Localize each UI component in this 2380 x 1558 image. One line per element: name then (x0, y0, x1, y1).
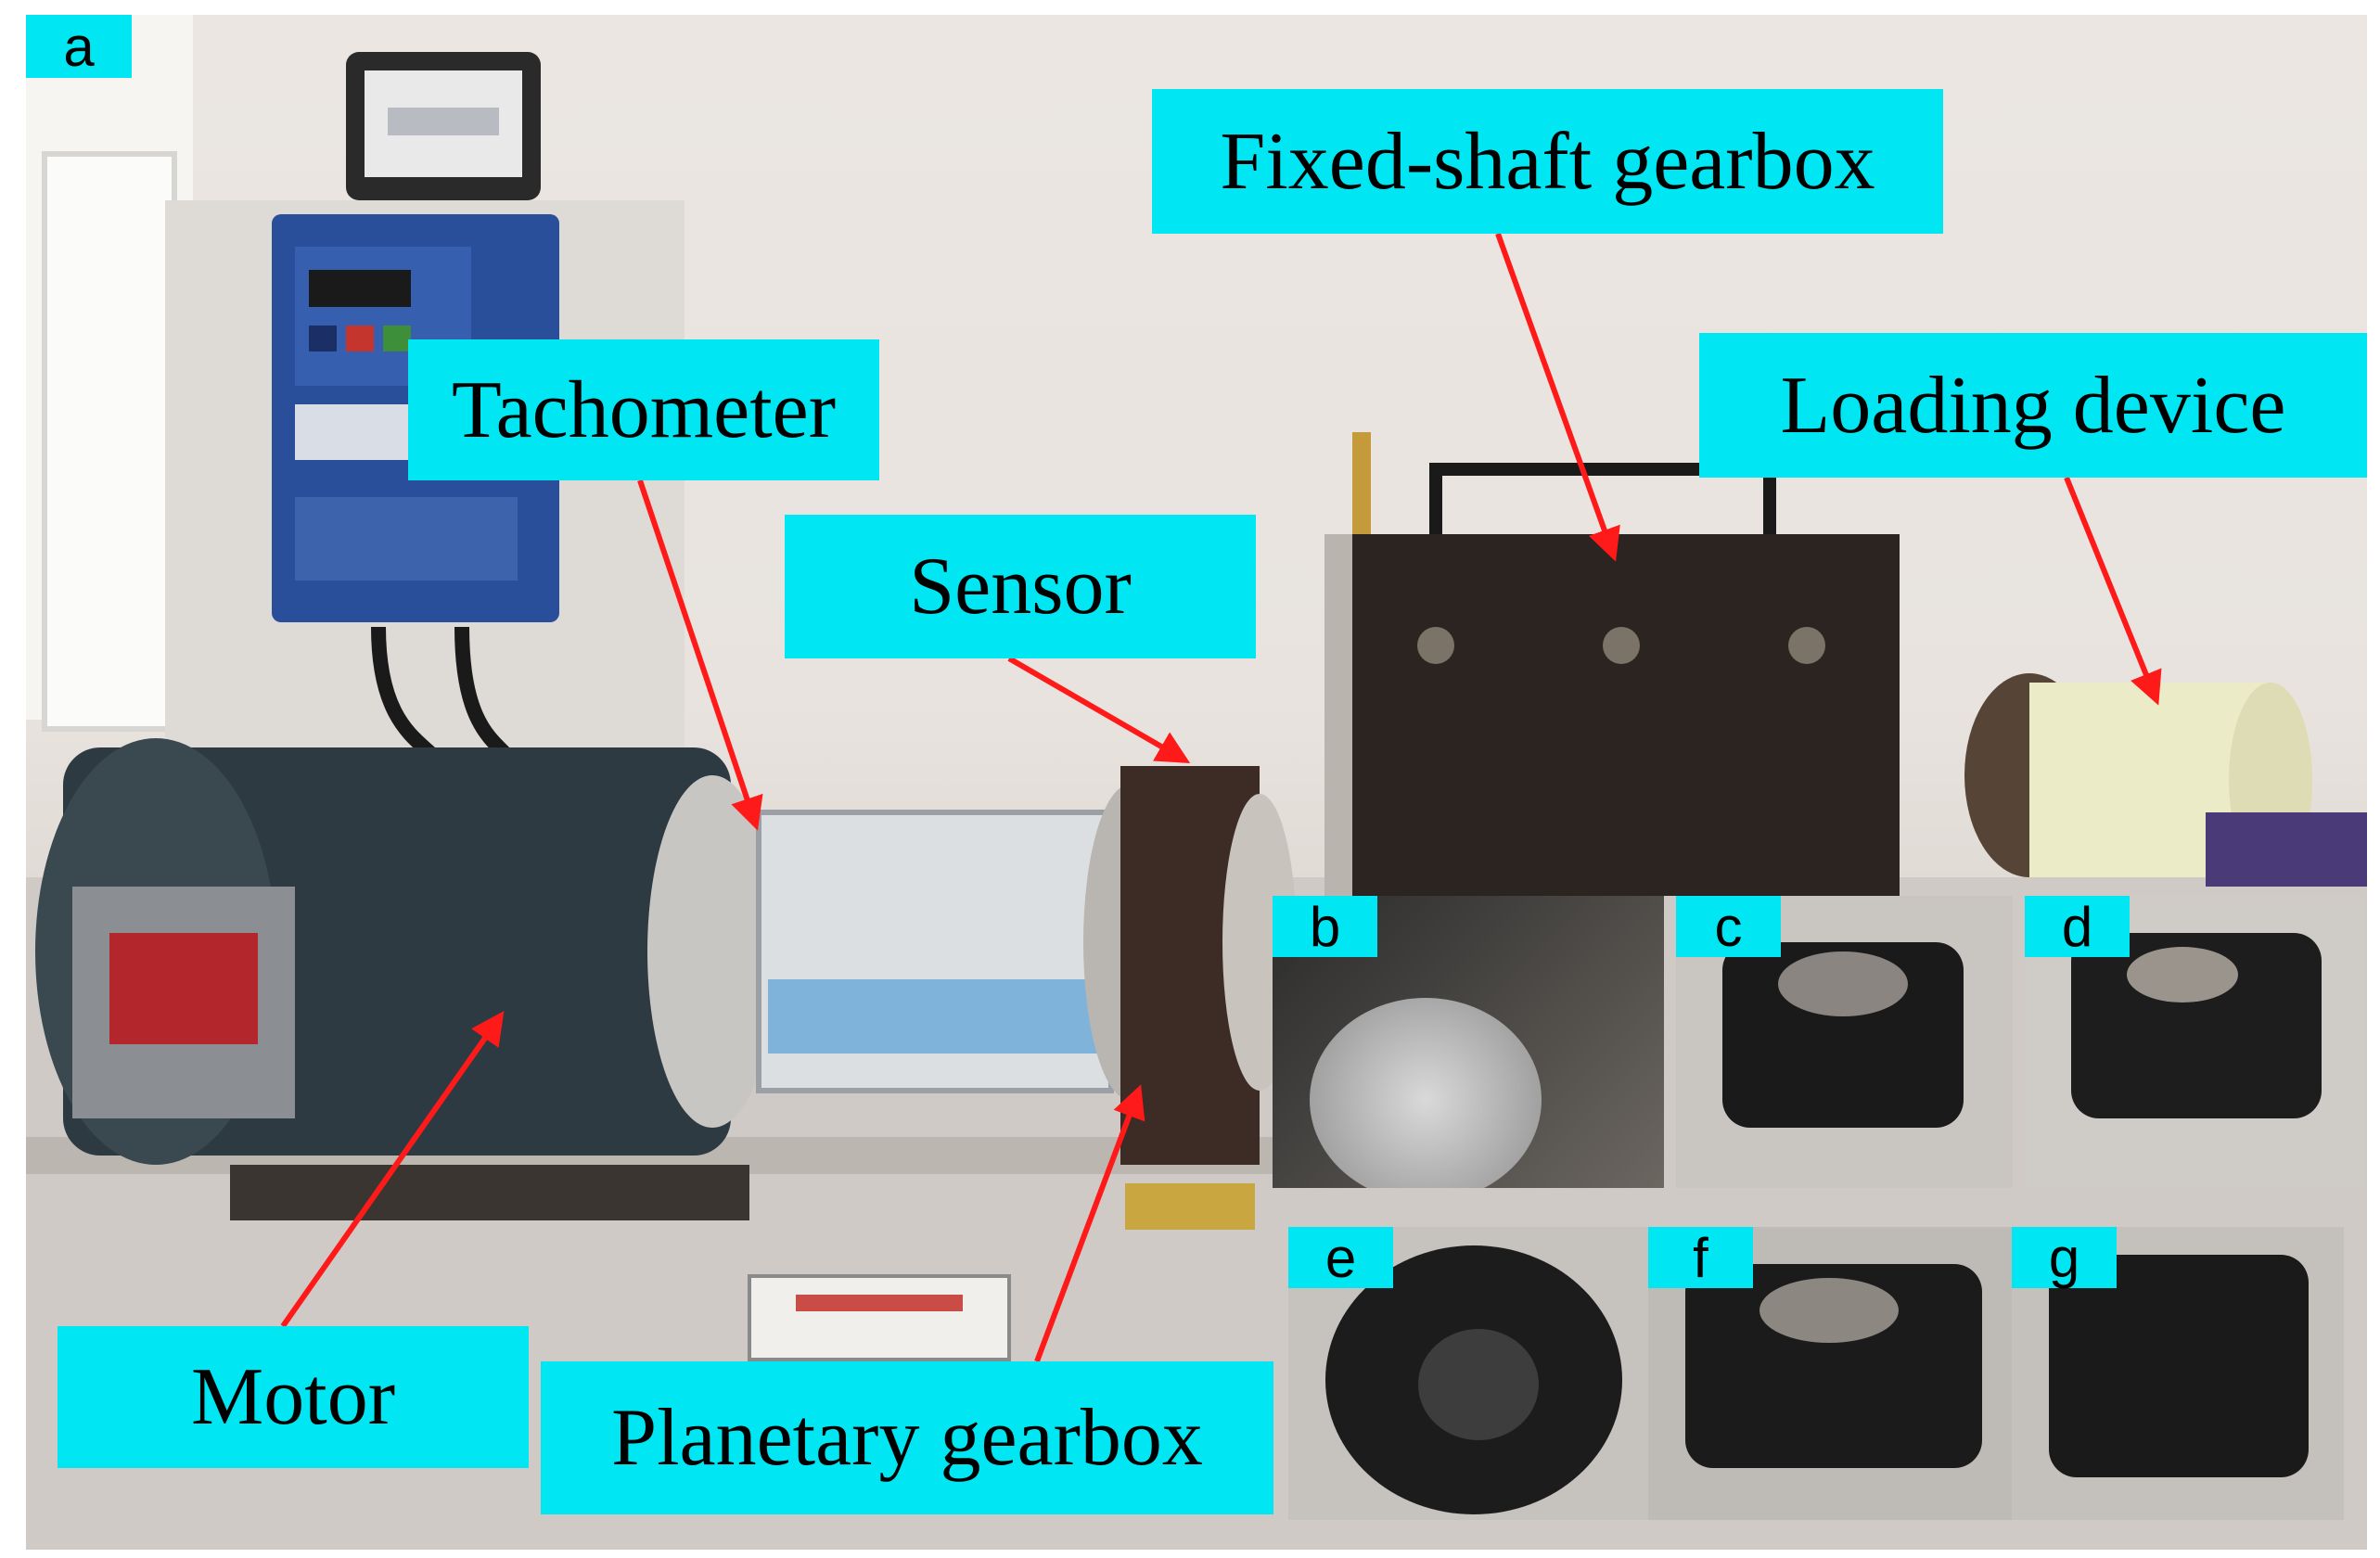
panel-letter-b: b (1273, 896, 1377, 958)
panel-letter-g: g (2012, 1227, 2117, 1289)
arrow-motor (280, 1011, 505, 1328)
panel-letter-a: a (26, 15, 132, 78)
main-photo (26, 15, 2367, 1550)
label-tachometer: Tachometer (408, 339, 879, 480)
arrow-loading-device (2064, 476, 2162, 706)
panel-letter-e: e (1288, 1227, 1393, 1289)
panel-letter-f: f (1648, 1227, 1753, 1289)
arrow-tachometer (637, 479, 763, 831)
label-motor: Motor (58, 1326, 529, 1468)
panel-letter-c: c (1676, 896, 1781, 958)
arrow-planetary (1034, 1084, 1145, 1363)
panel-letter-d: d (2025, 896, 2130, 958)
arrow-fixed-shaft (1495, 232, 1620, 562)
label-sensor: Sensor (785, 515, 1256, 658)
panel-e-photo (1288, 1227, 1667, 1520)
arrow-sensor (1007, 656, 1191, 764)
label-fixed-shaft-gearbox: Fixed-shaft gearbox (1152, 89, 1943, 234)
panel-g-photo (2012, 1227, 2344, 1520)
label-planetary-gearbox: Planetary gearbox (541, 1361, 1273, 1514)
label-loading-device: Loading device (1699, 333, 2367, 478)
